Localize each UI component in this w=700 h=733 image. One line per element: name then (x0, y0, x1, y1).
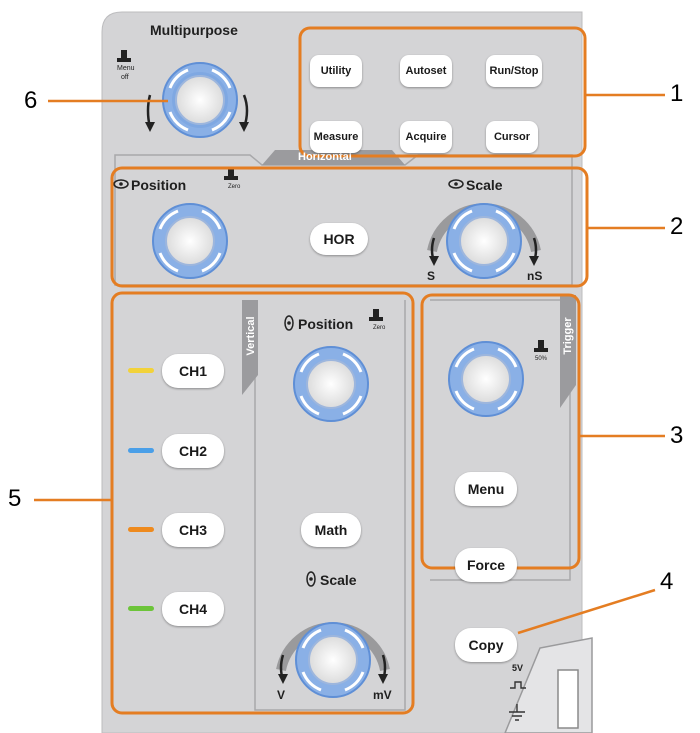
vertical-scale-knob (276, 622, 390, 698)
ch1-button[interactable]: CH1 (162, 354, 224, 388)
horizontal-scale-knob (427, 203, 541, 279)
math-button[interactable]: Math (301, 513, 361, 547)
callout-number-4: 4 (660, 568, 674, 595)
h-position-label: Position (131, 177, 187, 193)
v-position-label: Position (298, 316, 354, 332)
horizontal-scale-arrows (429, 237, 539, 266)
force-button[interactable]: Force (455, 548, 517, 582)
push-icon-h-position (224, 168, 238, 180)
vertical-section-frame (254, 300, 406, 711)
utility-button[interactable]: Utility (310, 55, 362, 87)
horizontal-tab-label: Horizontal (298, 151, 352, 163)
v-scale-icon (306, 571, 316, 587)
probe-ground-icon (509, 704, 525, 721)
trigger-level-knob (448, 341, 524, 417)
trigger-menu-button[interactable]: Menu (455, 472, 517, 506)
h-zero-label: Zero (228, 184, 241, 190)
ch1-color-bar (128, 368, 154, 373)
ch4-color-bar (128, 606, 154, 611)
highlight-box-5 (110, 291, 415, 715)
multipurpose-title: Multipurpose (150, 22, 238, 38)
autoset-button[interactable]: Autoset (400, 55, 452, 87)
callout-number-6: 6 (24, 87, 38, 114)
push-icon-v-position (369, 309, 383, 321)
ch2-color-bar (128, 448, 154, 453)
vertical-position-knob (293, 346, 369, 422)
multipurpose-rotate-arrows (145, 94, 249, 132)
callout-number-3: 3 (670, 422, 684, 449)
ch3-color-bar (128, 527, 154, 532)
probe-square-wave-icon (510, 681, 526, 689)
trigger-tab-label: Trigger (562, 317, 574, 355)
acquire-button[interactable]: Acquire (400, 121, 452, 153)
multipurpose-knob (162, 62, 238, 138)
measure-button[interactable]: Measure (310, 121, 362, 153)
h-scale-label: Scale (466, 177, 503, 193)
scale-s-label: S (427, 269, 436, 283)
menu-off-label-top: Menu (117, 65, 135, 72)
highlight-box-1 (298, 26, 587, 158)
v-scale-v-label: V (277, 688, 286, 702)
push-icon-multipurpose (117, 50, 131, 62)
menu-off-label-bottom: off (121, 74, 129, 81)
vertical-tab-shape (242, 300, 258, 395)
vertical-scale-arrows (278, 654, 388, 684)
v-scale-label: Scale (320, 572, 357, 588)
probe-slot (557, 669, 579, 729)
run-stop-button[interactable]: Run/Stop (486, 55, 542, 87)
probe-5v-label: 5V (512, 663, 524, 673)
fifty-percent-label: 50% (535, 356, 548, 362)
trigger-tab-shape (560, 295, 576, 408)
callout-line-4 (517, 588, 656, 635)
ch2-button[interactable]: CH2 (162, 434, 224, 468)
callout-number-2: 2 (670, 213, 684, 240)
h-scale-icon (448, 179, 464, 189)
scale-ns-label: nS (527, 269, 543, 283)
v-position-icon (284, 315, 294, 331)
ch3-button[interactable]: CH3 (162, 513, 224, 547)
v-zero-label: Zero (373, 325, 386, 331)
push-icon-trigger (534, 340, 548, 352)
hor-button[interactable]: HOR (310, 223, 368, 255)
callout-number-1: 1 (670, 80, 684, 107)
callout-number-5: 5 (8, 485, 22, 512)
cursor-button[interactable]: Cursor (486, 121, 538, 153)
v-scale-mv-label: mV (373, 688, 392, 702)
vertical-tab-label: Vertical (245, 316, 257, 356)
copy-button[interactable]: Copy (455, 628, 517, 662)
h-position-icon (113, 179, 129, 189)
ch4-button[interactable]: CH4 (162, 592, 224, 626)
horizontal-position-knob (152, 203, 228, 279)
